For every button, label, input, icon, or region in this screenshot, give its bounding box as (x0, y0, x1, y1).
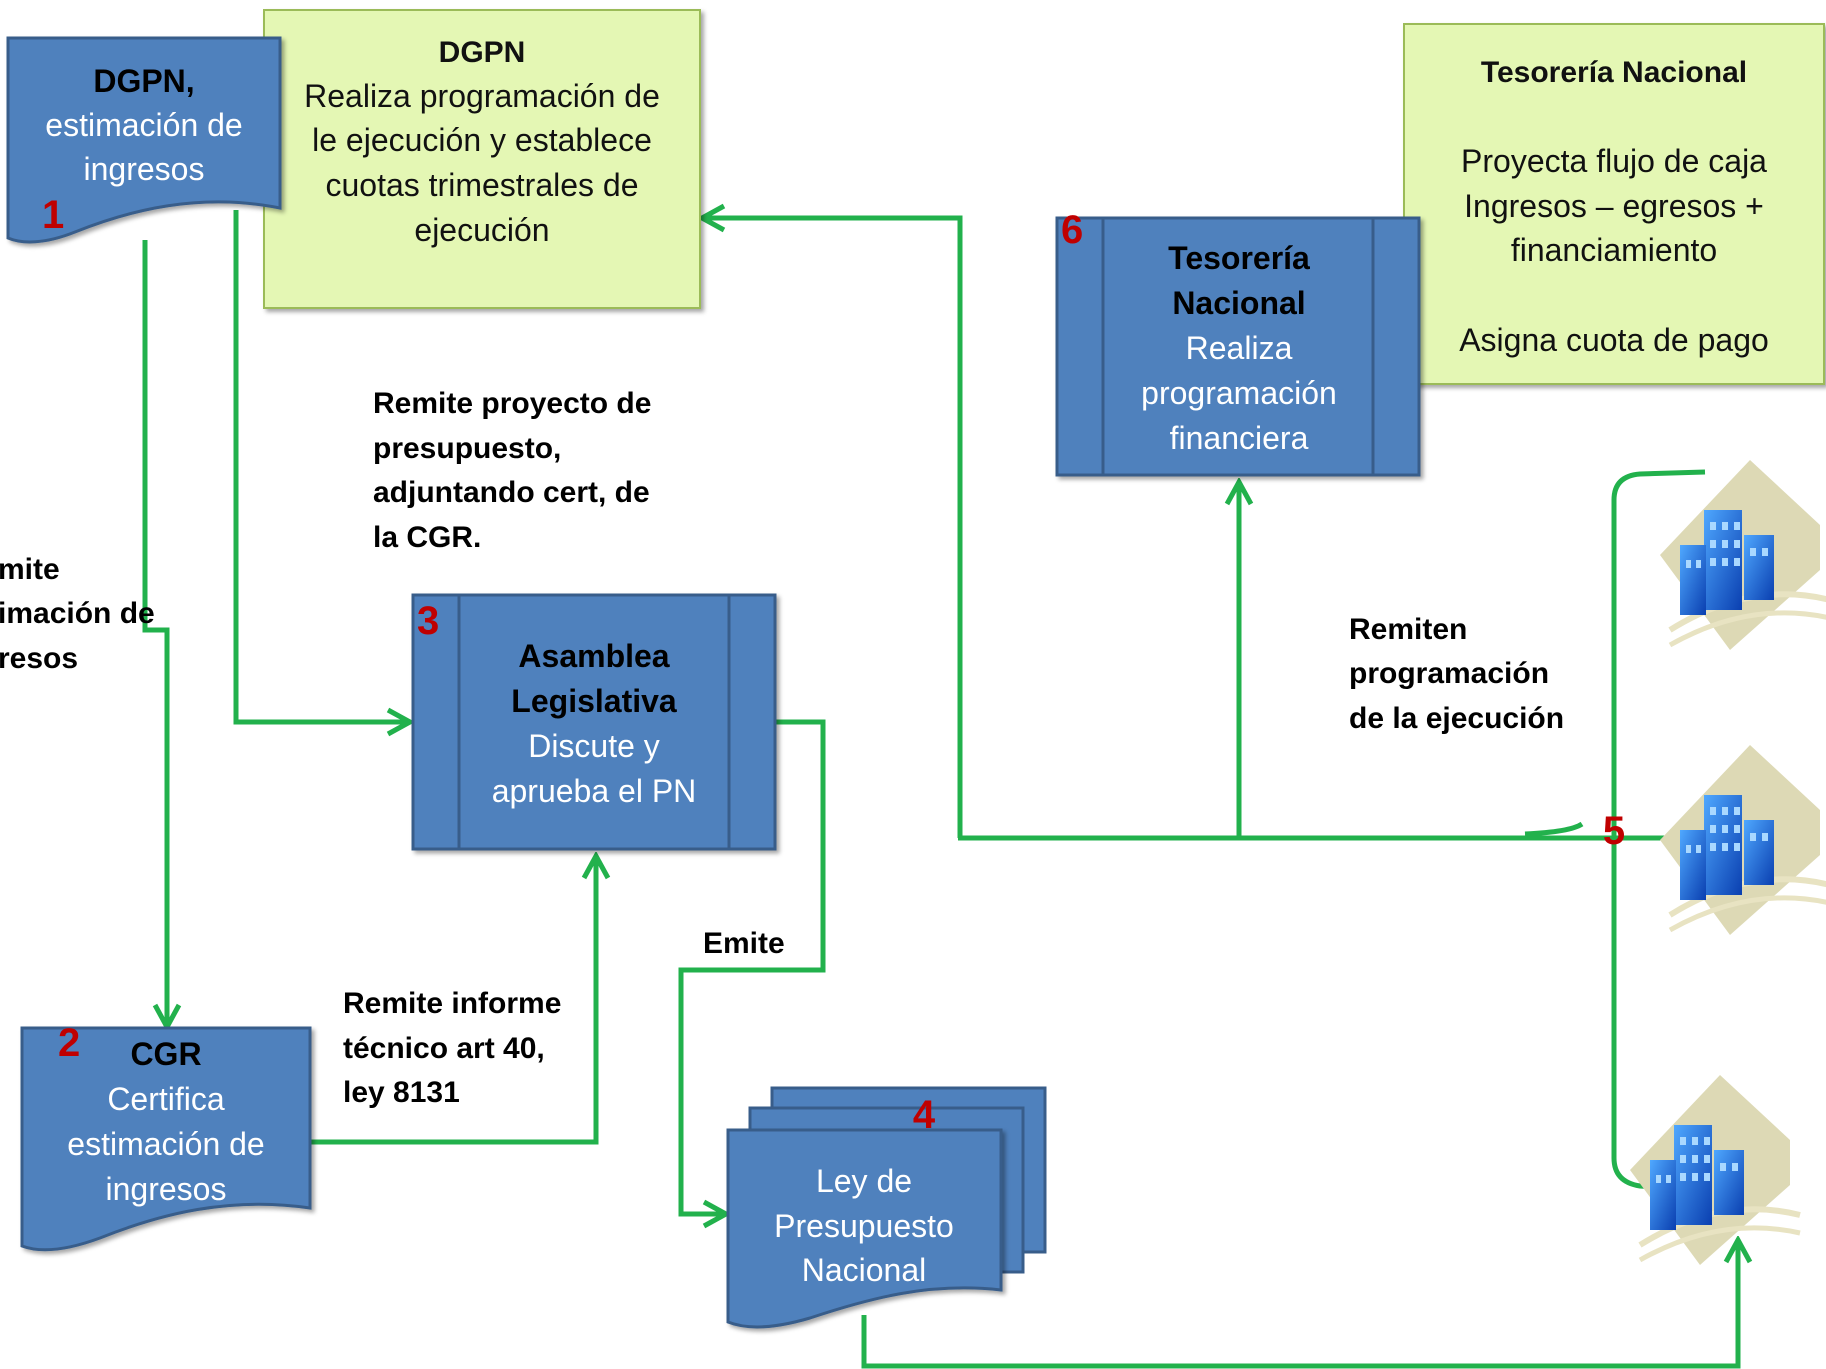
node-ley-line: Ley de (816, 1163, 912, 1199)
label-line: imación de (0, 597, 155, 630)
node-tesoreria-title: Nacional (1172, 285, 1305, 321)
connectors (142, 210, 1738, 1369)
label-line: Remite informe (343, 987, 561, 1020)
node-asamblea-title: Asamblea (518, 638, 669, 674)
note-tesoreria-line: Asigna cuota de pago (1459, 322, 1769, 358)
note-tesoreria-box (1403, 23, 1825, 385)
arrow-cgr-to-asamblea (310, 856, 596, 1145)
node-tesoreria-line: Realiza (1186, 330, 1293, 366)
label-line: programación (1349, 657, 1549, 690)
step-number-6: 6 (1061, 208, 1083, 252)
note-dgpn-line: le ejecución y establece (312, 122, 652, 158)
note-dgpn-box (263, 9, 701, 309)
label-remiten-programacion: Remiten programación de la ejecución (1349, 613, 1564, 735)
node-asamblea: Asamblea Legislativa Discute y aprueba e… (411, 593, 777, 851)
node-dgpn-title: DGPN, (93, 63, 194, 99)
node-asamblea-title: Legislativa (511, 683, 677, 719)
building-icon (1630, 1075, 1801, 1265)
node-ley-line: Presupuesto (774, 1208, 954, 1244)
building-icon (1660, 460, 1826, 650)
node-cgr-line: ingresos (106, 1171, 227, 1207)
step-number-4: 4 (913, 1093, 936, 1137)
label-line: adjuntando cert, de (373, 476, 650, 509)
node-dgpn-shape (6, 36, 282, 244)
node-ley-presupuesto: Ley de Presupuesto Nacional 4 (726, 1086, 1047, 1329)
curve-step5 (1524, 821, 1584, 837)
label-line: ley 8131 (343, 1076, 460, 1109)
node-cgr: CGR Certifica estimación de ingresos 2 (20, 1021, 312, 1252)
step-number-1: 1 (42, 193, 64, 237)
node-cgr-shape (20, 1026, 312, 1252)
note-tesoreria-line: Ingresos – egresos + (1464, 188, 1764, 224)
note-dgpn-title: DGPN (439, 36, 526, 69)
label-line: presupuesto, (373, 432, 561, 465)
step-number-3: 3 (417, 599, 439, 643)
label-line: técnico art 40, (343, 1032, 545, 1065)
label-line: Remite proyecto de (373, 387, 651, 420)
node-asamblea-line: aprueba el PN (492, 773, 697, 809)
label-line: de la ejecución (1349, 702, 1564, 735)
label-remite-proyecto: Remite proyecto de presupuesto, adjuntan… (373, 387, 651, 554)
node-tesoreria-line: programación (1141, 375, 1337, 411)
label-line: resos (0, 642, 78, 675)
node-tesoreria-shape (1055, 216, 1421, 477)
label-line: mite (0, 553, 60, 586)
node-cgr-line: estimación de (67, 1126, 264, 1162)
node-asamblea-line: Discute y (528, 728, 660, 764)
step-number-2: 2 (58, 1021, 80, 1065)
node-cgr-title: CGR (130, 1036, 201, 1072)
node-cgr-line: Certifica (107, 1081, 225, 1117)
arrow-bus-to-dgpn-note (702, 218, 963, 838)
label-line: la CGR. (373, 521, 481, 554)
note-tesoreria-line: Proyecta flujo de caja (1461, 143, 1767, 179)
building-icon (1660, 745, 1826, 935)
bracket-instituciones (1611, 469, 1706, 1193)
note-dgpn-line: Realiza programación de (304, 78, 660, 114)
note-tesoreria: Tesorería Nacional Proyecta flujo de caj… (1403, 23, 1825, 385)
note-dgpn-line: ejecución (414, 212, 549, 248)
arrow-dgpn-to-cgr (142, 240, 167, 1027)
note-dgpn-line: cuotas trimestrales de (325, 167, 638, 203)
label-line: Remiten (1349, 613, 1467, 646)
arrow-ley-to-instituciones (861, 1240, 1738, 1369)
node-asamblea-shape (411, 593, 777, 851)
label-emite: Emite (703, 927, 785, 960)
node-dgpn-estimacion: DGPN, estimación de ingresos 1 (6, 36, 282, 244)
label-remite-informe: Remite informe técnico art 40, ley 8131 (343, 987, 561, 1109)
node-dgpn-line: estimación de (45, 107, 242, 143)
node-ley-line: Nacional (802, 1252, 927, 1288)
node-dgpn-line: ingresos (84, 151, 205, 187)
label-remite-estimacion: mite imación de resos (0, 553, 155, 675)
note-tesoreria-line: financiamiento (1511, 232, 1717, 268)
note-tesoreria-title: Tesorería Nacional (1481, 56, 1747, 89)
note-dgpn: DGPN Realiza programación de le ejecució… (263, 9, 701, 309)
node-tesoreria: Tesorería Nacional Realiza programación … (1055, 208, 1421, 477)
node-ley-front-sheet (726, 1128, 1003, 1329)
arrow-asamblea-to-ley (678, 719, 826, 1214)
node-tesoreria-line: financiera (1170, 420, 1309, 456)
step-number-5: 5 (1603, 809, 1625, 853)
node-tesoreria-title: Tesorería (1168, 240, 1310, 276)
arrow-dgpn-to-asamblea (233, 210, 410, 722)
